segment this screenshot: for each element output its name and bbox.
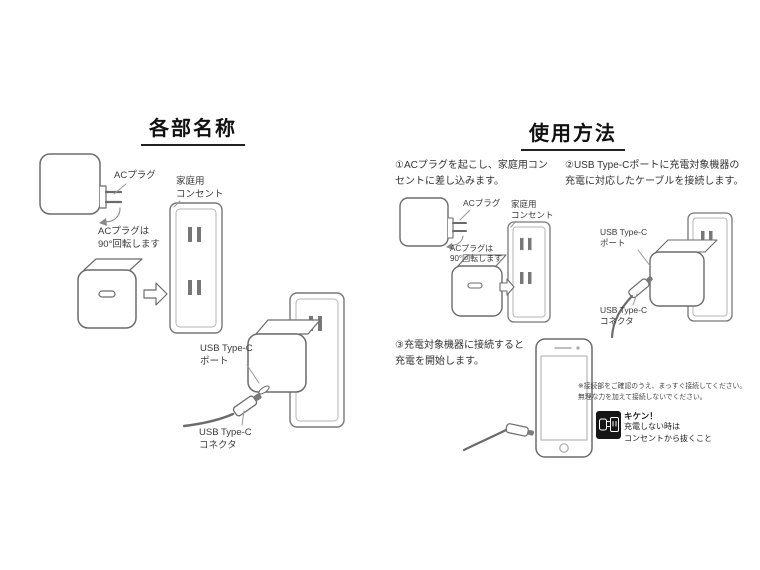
usage-section-title: 使用方法	[521, 117, 625, 151]
unplug-from-outlet-icon	[596, 411, 621, 439]
adapter-plugged-cable-illustration	[182, 292, 345, 428]
ac-plug-rotation-label: ACプラグは 90°回転します	[98, 226, 160, 250]
household-outlet-label: 家庭用 コンセント	[176, 176, 224, 200]
smartphone-illustration	[462, 338, 593, 458]
usb-c-connector-illustration	[628, 276, 653, 299]
ac-plug-label: ACプラグ	[114, 170, 156, 181]
right-block-arrow-icon	[499, 278, 515, 296]
connection-caution-note: ※接続部をご確認のうえ、まっすぐ接続してください。 無理な力を加えて接続しないで…	[578, 383, 747, 402]
step2-adapter-plugged-illustration	[610, 212, 733, 339]
usage-step-3: ③充電対象機器に接続すると 充電を開始します。	[395, 340, 524, 367]
step1-adapter-front-illustration	[451, 254, 515, 317]
rotate-90-arrow-icon	[99, 207, 121, 226]
wall-outlet-illustration	[169, 200, 223, 334]
rotate-90-arrow-icon	[446, 235, 464, 250]
usage-step-1: ①ACプラグを起こし、家庭用コン セントに差し込みます。	[395, 160, 548, 187]
usb-c-port-label: USB Type-C ポート	[600, 227, 648, 249]
danger-warning-title: キケン！	[624, 411, 658, 421]
ac-plug-label: ACプラグ	[463, 198, 501, 208]
usb-c-connector-illustration	[232, 393, 262, 417]
adapter-front-illustration	[77, 258, 168, 329]
ac-plug-rotation-label: ACプラグは 90°回転します	[450, 244, 503, 264]
adapter-folded-plug-illustration	[39, 153, 127, 226]
danger-warning-body: 充電しない時は コンセントから抜くこと	[624, 422, 712, 443]
usb-c-port-label: USB Type-C ポート	[200, 343, 253, 367]
parts-section-title: 各部名称	[141, 112, 245, 146]
step1-adapter-folded-illustration	[399, 197, 471, 250]
right-block-arrow-icon	[143, 282, 168, 306]
step1-outlet-illustration	[507, 220, 551, 323]
usb-c-connector-label: USB Type-C コネクタ	[600, 305, 648, 327]
usb-c-connector-label: USB Type-C コネクタ	[199, 427, 252, 451]
usb-c-connector-illustration	[505, 423, 534, 437]
usage-step-2: ②USB Type-Cポートに充電対象機器の 充電に対応したケーブルを接続します…	[565, 160, 744, 187]
household-outlet-label: 家庭用 コンセント	[511, 199, 554, 221]
